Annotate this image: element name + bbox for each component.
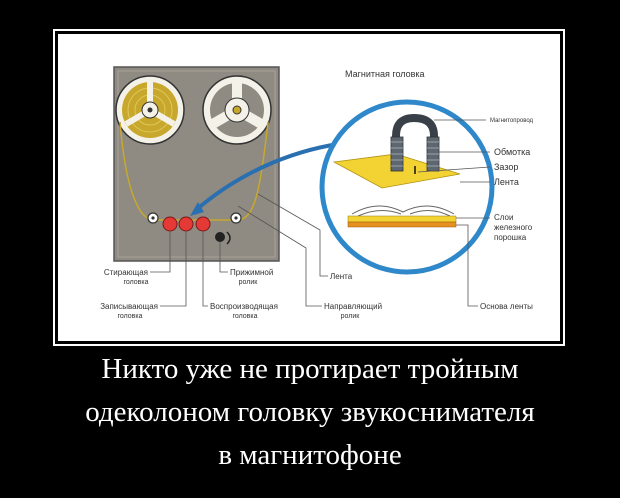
left-reel-spindle [147, 107, 153, 113]
right-guide-roller-axle [234, 216, 238, 220]
label-erase-head-2: головка [123, 279, 148, 286]
magnified-circle [319, 99, 495, 275]
magnetic-core [392, 113, 438, 162]
field-lines-2 [357, 210, 451, 217]
caption-line-2: одеколоном головку звукоснимателя [85, 396, 535, 428]
caption-line-1: Никто уже не протирает тройным [101, 353, 519, 385]
leader-playback-head [202, 231, 208, 307]
label-gap: Зазор [494, 162, 518, 172]
right-reel [202, 75, 272, 145]
magnetic-head [390, 113, 440, 174]
tape-path [119, 121, 269, 221]
left-guide-roller-axle [151, 216, 155, 220]
label-record-head-2: головка [117, 313, 142, 320]
leader-tape-main [257, 193, 328, 277]
label-tape-base: Основа ленты [480, 302, 533, 311]
deck-inner-border [117, 70, 276, 258]
label-iron-layers-1: Слои [494, 213, 513, 222]
label-magnetic-core: Магнитопровод [490, 118, 534, 124]
erase-head [162, 216, 178, 232]
label-tape: Лента [494, 177, 519, 187]
iron-powder-layer [347, 215, 457, 223]
leader-guide-roller [237, 205, 322, 307]
left-reel [115, 75, 185, 145]
label-pressure-roller-2: ролик [239, 279, 259, 286]
label-pressure-roller-1: Прижимной [230, 268, 273, 277]
label-iron-layers-2: железного [494, 223, 533, 232]
label-record-head-1: Записывающая [100, 302, 158, 311]
coil-windings [391, 141, 439, 167]
caption-line-3: в магнитофоне [218, 439, 402, 471]
playback-head [195, 216, 211, 232]
label-magnetic-head: Магнитная головка [345, 69, 425, 79]
leader-record-head [160, 231, 187, 307]
leader-tape-base [456, 224, 478, 307]
pressure-roller [215, 232, 225, 242]
deck-leader-lines [150, 193, 328, 307]
caption: Никто уже не протирает тройным одеколоно… [0, 348, 620, 477]
label-playback-head-2: головка [232, 313, 257, 320]
tape-cross-section [347, 205, 457, 228]
leader-gap [417, 166, 491, 173]
label-guide-roller-2: ролик [341, 313, 361, 320]
tape-base-layer [347, 221, 457, 228]
pressure-roller-arm [226, 231, 231, 245]
right-reel-spindle [232, 105, 242, 115]
label-tape-main: Лента [330, 272, 353, 281]
record-head [178, 216, 194, 232]
zoom-arrow-head [190, 202, 204, 216]
label-iron-layers-3: порошка [494, 233, 527, 242]
tape-recorder-diagram: Магнитная головка Магнитопровод Обмотка … [58, 34, 560, 341]
label-winding: Обмотка [494, 147, 530, 157]
field-lines [351, 205, 455, 215]
leader-erase-head [150, 231, 171, 273]
label-playback-head-1: Воспроизводящая [210, 302, 278, 311]
demotivator-frame: Магнитная головка Магнитопровод Обмотка … [53, 29, 565, 346]
zoom-arrow [194, 142, 339, 212]
right-leader-lines [417, 119, 491, 307]
label-erase-head-1: Стирающая [104, 268, 148, 277]
diagram-svg: Магнитная головка Магнитопровод Обмотка … [100, 66, 534, 320]
leader-pressure-roller [219, 242, 228, 273]
label-guide-roller-1: Направляющий [324, 302, 382, 311]
